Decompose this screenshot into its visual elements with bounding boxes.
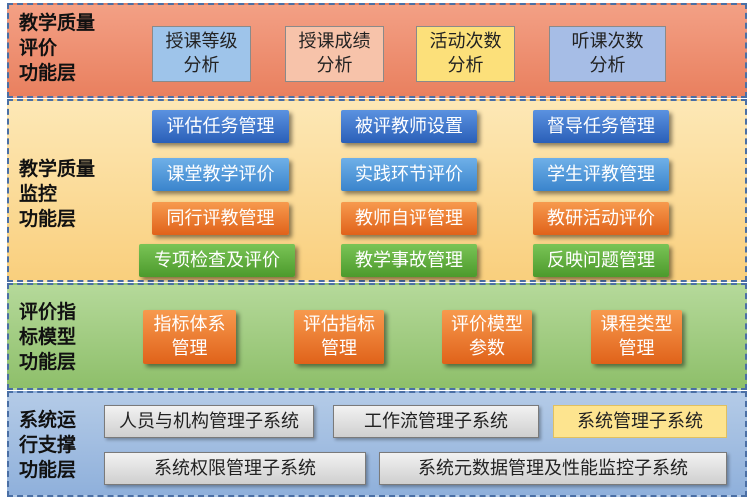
- system-management-subsystem[interactable]: 系统管理子系统: [553, 405, 727, 438]
- permission-subsystem[interactable]: 系统权限管理子系统: [104, 452, 366, 485]
- teaching-accident-management-button[interactable]: 教学事故管理: [341, 244, 477, 277]
- classroom-teaching-evaluation-button[interactable]: 课堂教学评价: [152, 158, 289, 191]
- personnel-org-subsystem[interactable]: 人员与机构管理子系统: [104, 405, 314, 438]
- analysis-layer-title: 教学质量 评价 功能层: [19, 12, 96, 84]
- teacher-self-evaluation-button[interactable]: 教师自评管理: [341, 202, 477, 235]
- feedback-issue-management-button[interactable]: 反映问题管理: [533, 244, 669, 277]
- class-observation-count-analysis-box[interactable]: 听课次数 分析: [549, 26, 666, 82]
- evaluated-teacher-settings-button[interactable]: 被评教师设置: [341, 110, 477, 143]
- support-layer: 系统运 行支撑 功能层 人员与机构管理子系统 工作流管理子系统 系统管理子系统 …: [7, 391, 747, 497]
- supervision-task-management-button[interactable]: 督导任务管理: [533, 110, 669, 143]
- evaluation-model-params-button[interactable]: 评价模型 参数: [442, 310, 532, 364]
- teaching-score-analysis-box[interactable]: 授课成绩 分析: [285, 26, 384, 82]
- workflow-subsystem[interactable]: 工作流管理子系统: [333, 405, 539, 438]
- monitor-layer-title: 教学质量 监控 功能层: [19, 158, 96, 230]
- model-layer: 评价指 标模型 功能层 指标体系 管理 评估指标 管理 评价模型 参数 课程类型…: [7, 283, 747, 390]
- model-layer-title: 评价指 标模型 功能层: [19, 301, 77, 373]
- analysis-layer: 教学质量 评价 功能层 授课等级 分析 授课成绩 分析 活动次数 分析 听课次数…: [7, 3, 747, 98]
- support-layer-title: 系统运 行支撑 功能层: [19, 409, 77, 481]
- evaluation-task-management-button[interactable]: 评估任务管理: [152, 110, 289, 143]
- metadata-performance-subsystem[interactable]: 系统元数据管理及性能监控子系统: [379, 452, 727, 485]
- student-evaluation-management-button[interactable]: 学生评教管理: [533, 158, 669, 191]
- course-type-management-button[interactable]: 课程类型 管理: [591, 310, 682, 364]
- indicator-system-management-button[interactable]: 指标体系 管理: [143, 310, 236, 364]
- monitor-layer: 教学质量 监控 功能层 评估任务管理 被评教师设置 督导任务管理 课堂教学评价 …: [7, 99, 747, 282]
- teaching-grade-analysis-box[interactable]: 授课等级 分析: [152, 26, 251, 82]
- practice-evaluation-button[interactable]: 实践环节评价: [341, 158, 477, 191]
- evaluation-indicator-management-button[interactable]: 评估指标 管理: [294, 310, 384, 364]
- peer-evaluation-management-button[interactable]: 同行评教管理: [152, 202, 289, 235]
- special-inspection-button[interactable]: 专项检查及评价: [139, 244, 295, 277]
- activity-count-analysis-box[interactable]: 活动次数 分析: [416, 26, 515, 82]
- research-activity-evaluation-button[interactable]: 教研活动评价: [533, 202, 669, 235]
